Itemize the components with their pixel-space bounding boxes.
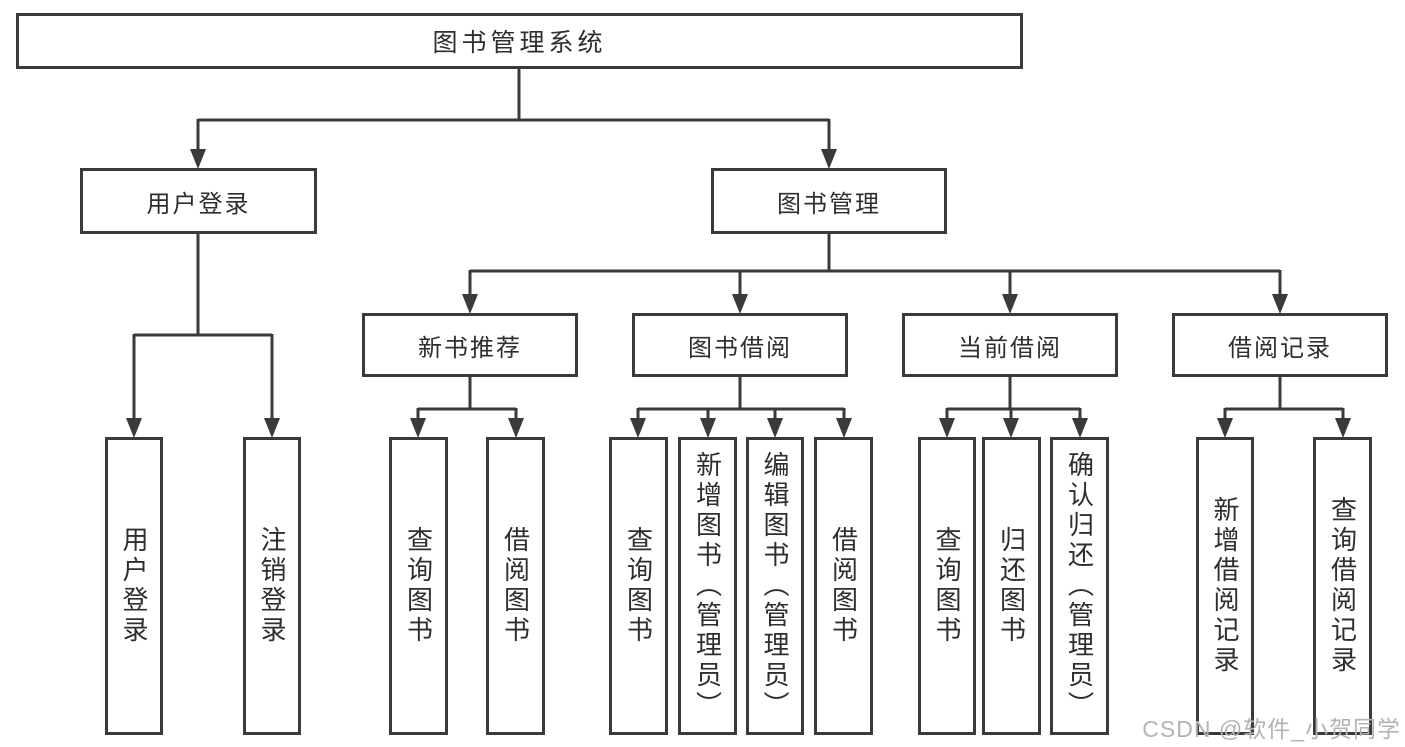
- leaf-current-borrow-3: 确认归还（管理员）: [1050, 437, 1109, 735]
- connector-new-books-branch: [410, 377, 524, 438]
- leaf-book-borrow-1: 查询图书: [609, 437, 668, 735]
- leaf-label: 借阅图书: [828, 526, 859, 646]
- leaf-current-borrow-2: 归还图书: [982, 437, 1041, 735]
- leaf-label: 查询借阅记录: [1327, 496, 1358, 676]
- arrowhead: [1217, 418, 1233, 438]
- node-borrow-records: 借阅记录: [1172, 313, 1388, 377]
- node-book-mgmt: 图书管理: [711, 168, 947, 234]
- leaf-label: 确认归还（管理员）: [1064, 451, 1095, 721]
- leaf-borrow-records-2: 查询借阅记录: [1313, 437, 1372, 735]
- arrowhead: [732, 294, 748, 314]
- arrowhead: [264, 418, 280, 438]
- arrowhead: [939, 418, 955, 438]
- node-book-mgmt-label: 图书管理: [777, 190, 881, 218]
- arrowhead: [1272, 294, 1288, 314]
- connector-book-borrow-branch: [630, 377, 852, 438]
- leaf-label: 查询图书: [403, 526, 434, 646]
- connector-root-to-level2: [190, 69, 837, 169]
- leaf-book-borrow-4: 借阅图书: [814, 437, 873, 735]
- arrowhead: [630, 418, 646, 438]
- leaf-label: 注销登录: [257, 526, 287, 646]
- leaf-book-borrow-2: 新增图书（管理员）: [678, 437, 737, 735]
- connector-user-login-branch: [126, 234, 280, 438]
- leaf-label: 借阅图书: [500, 526, 531, 646]
- node-current-borrow: 当前借阅: [902, 313, 1118, 377]
- leaf-user-login-1: 用户登录: [105, 437, 163, 735]
- node-user-login-label: 用户登录: [146, 190, 251, 218]
- csdn-watermark: CSDN @软件_小贺同学: [1142, 716, 1401, 742]
- arrowhead: [1072, 418, 1088, 438]
- node-new-books: 新书推荐: [362, 313, 578, 377]
- arrowhead: [126, 418, 142, 438]
- leaf-label: 归还图书: [996, 526, 1027, 646]
- node-book-borrow-label: 图书借阅: [688, 334, 792, 362]
- leaf-borrow-records-1: 新增借阅记录: [1196, 437, 1254, 735]
- leaf-current-borrow-1: 查询图书: [918, 437, 976, 735]
- leaf-label: 新增借阅记录: [1210, 496, 1240, 676]
- node-current-borrow-label: 当前借阅: [958, 334, 1062, 362]
- arrowhead: [190, 149, 206, 169]
- leaf-label: 用户登录: [119, 526, 149, 646]
- leaf-user-login-2: 注销登录: [243, 437, 301, 735]
- connector-book-mgmt-branch: [462, 234, 1288, 314]
- leaf-new-books-1: 查询图书: [389, 437, 448, 735]
- node-root: 图书管理系统: [16, 13, 1023, 69]
- arrowhead: [1335, 418, 1351, 438]
- node-borrow-records-label: 借阅记录: [1228, 334, 1332, 362]
- arrowhead: [767, 418, 783, 438]
- arrowhead: [700, 418, 716, 438]
- arrowhead: [410, 418, 426, 438]
- node-user-login: 用户登录: [80, 168, 317, 234]
- connector-borrow-records-branch: [1217, 377, 1351, 438]
- arrowhead: [821, 149, 837, 169]
- leaf-label: 新增图书（管理员）: [692, 451, 723, 721]
- node-root-label: 图书管理系统: [432, 29, 607, 57]
- node-new-books-label: 新书推荐: [418, 334, 522, 362]
- connector-current-borrow-branch: [939, 377, 1088, 438]
- leaf-label: 查询图书: [932, 526, 962, 646]
- leaf-label: 编辑图书（管理员）: [760, 451, 790, 721]
- leaf-label: 查询图书: [623, 526, 654, 646]
- leaf-book-borrow-3: 编辑图书（管理员）: [746, 437, 804, 735]
- leaf-new-books-2: 借阅图书: [486, 437, 545, 735]
- arrowhead: [1003, 418, 1019, 438]
- arrowhead: [836, 418, 852, 438]
- arrowhead: [462, 294, 478, 314]
- arrowhead: [1002, 294, 1018, 314]
- node-book-borrow: 图书借阅: [632, 313, 848, 377]
- arrowhead: [508, 418, 524, 438]
